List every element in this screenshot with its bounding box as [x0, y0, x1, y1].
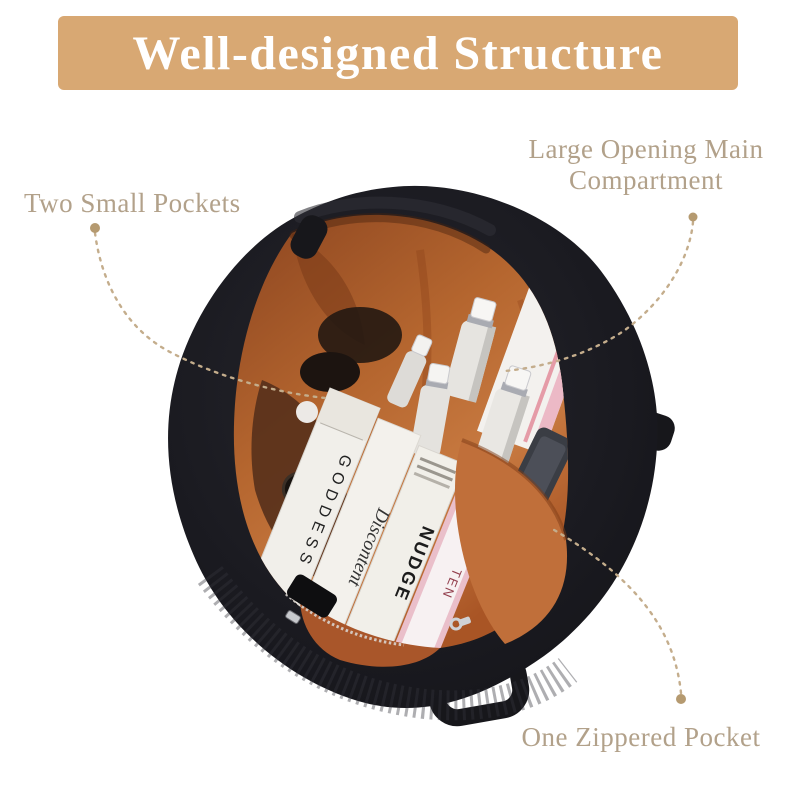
dark-item — [300, 352, 360, 392]
zipper-pull-metal — [449, 616, 471, 631]
dark-item — [318, 307, 402, 363]
rim-tab — [290, 215, 328, 259]
callout-two-small-pockets: Two Small Pockets — [24, 188, 241, 218]
leader-dot-two-small-pockets — [90, 223, 100, 233]
corduroy-rib-texture — [197, 566, 578, 721]
zipper-pin — [285, 610, 301, 624]
zipper-tab — [287, 574, 337, 618]
rim-highlight — [294, 196, 496, 236]
leader-line-large-opening — [503, 220, 695, 373]
leader-dot-one-zippered-pocket — [676, 694, 686, 704]
cosmetic-bottle — [410, 362, 451, 457]
leader-lines — [93, 220, 695, 695]
lining-bottom-fold — [300, 598, 440, 667]
cosmetic-bottle — [476, 365, 532, 468]
callout-large-opening-main-compartment: Large Opening Main Compartment — [528, 134, 764, 196]
zipper-teeth — [285, 592, 405, 647]
title-banner: Well-designed Structure — [58, 16, 738, 90]
page-title: Well-designed Structure — [132, 26, 664, 80]
callout-one-zippered-pocket: One Zippered Pocket — [521, 722, 761, 752]
zippered-pocket-flap-edge — [461, 438, 568, 541]
leader-dot-large-opening — [688, 212, 698, 222]
cosmetic-bottle — [387, 334, 433, 408]
bag-contents: GODDESS Discontent NUDGE TEN — [243, 265, 569, 650]
leader-line-two-small-pockets — [93, 231, 327, 400]
white-ball — [296, 401, 318, 423]
cosmetic-bottle — [444, 297, 497, 403]
leader-line-one-zippered-pocket — [547, 525, 683, 695]
